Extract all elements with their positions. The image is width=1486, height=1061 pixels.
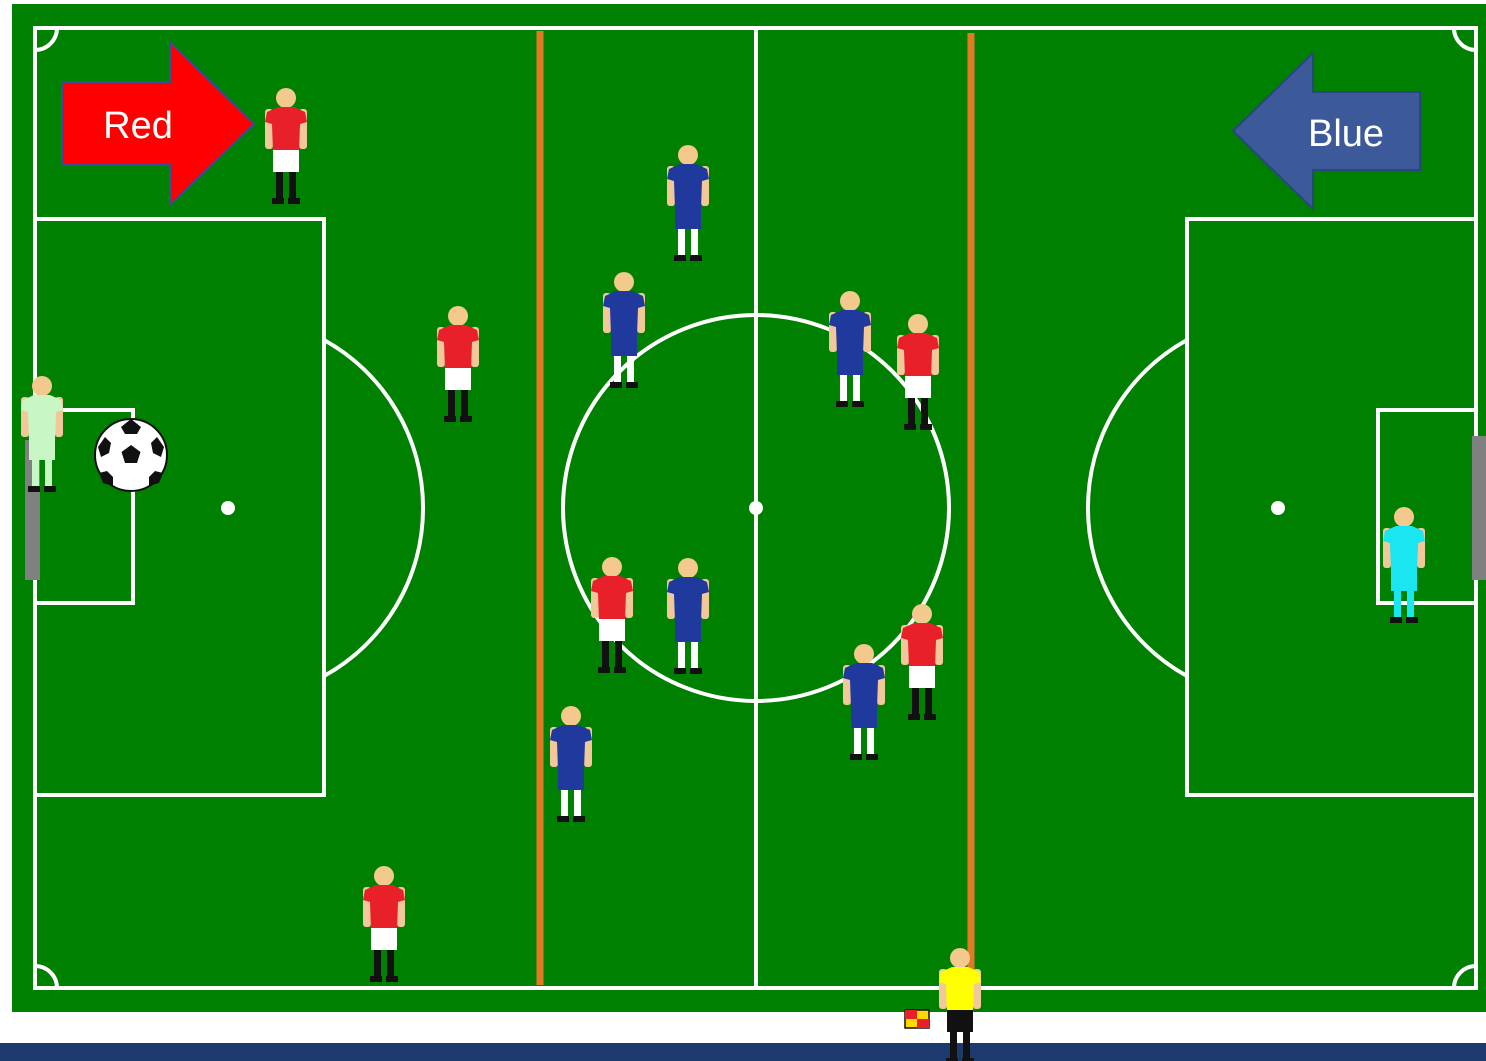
penalty-spot-left xyxy=(221,501,235,515)
centre-spot xyxy=(749,501,763,515)
blue-arrow-label: Blue xyxy=(1308,113,1384,155)
penalty-spot-right xyxy=(1271,501,1285,515)
bottom-band xyxy=(0,1043,1486,1061)
goal-right xyxy=(1472,436,1486,580)
corner-flag-icon xyxy=(905,1010,929,1028)
soccer-ball-icon xyxy=(95,419,167,491)
red-arrow-label: Red xyxy=(103,105,173,147)
